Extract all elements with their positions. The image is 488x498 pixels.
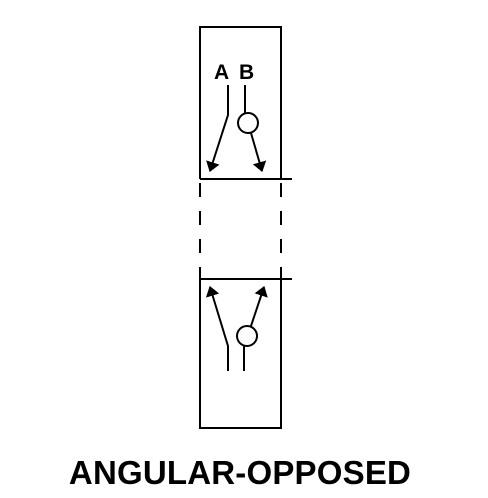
- upper-contact-b-arrow: [250, 132, 267, 172]
- upper-contact-b: [237, 85, 267, 172]
- lower-block-outline: [199, 279, 282, 429]
- diagram-title: ANGULAR-OPPOSED: [69, 454, 411, 491]
- label-b: B: [239, 61, 254, 84]
- upper-block-outline: [199, 26, 282, 179]
- lower-contact-b-arrow: [250, 286, 268, 327]
- label-a: A: [214, 61, 229, 84]
- upper-block: [199, 26, 292, 180]
- upper-contact-b-circle: [237, 112, 259, 134]
- lower-block: [199, 278, 292, 429]
- dashed-gap: [199, 183, 282, 279]
- upper-contact-a-arrow: [206, 85, 229, 172]
- lower-contact-b: [236, 286, 268, 371]
- lower-contact-a-arrow: [205, 286, 229, 371]
- lower-contact-b-circle: [236, 325, 258, 347]
